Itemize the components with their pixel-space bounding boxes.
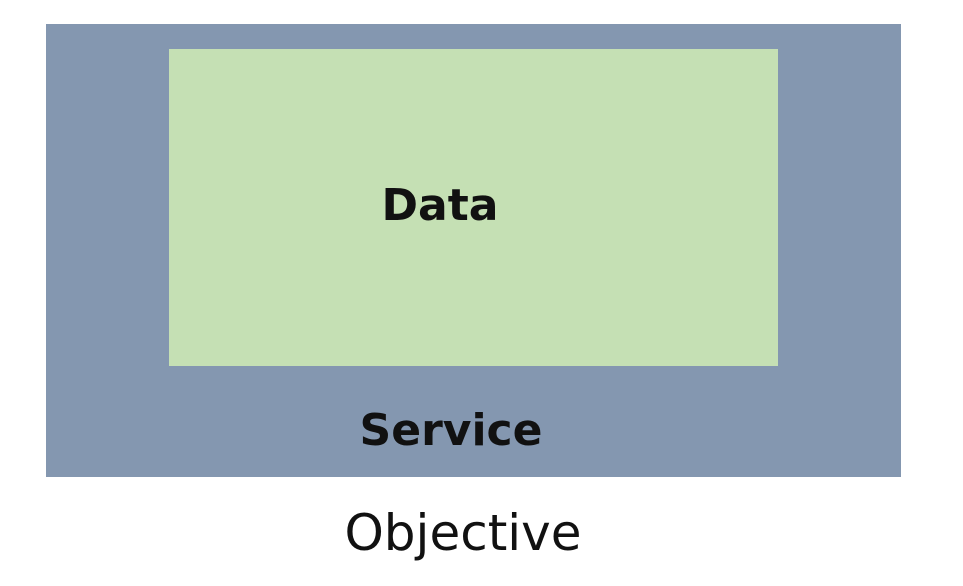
objective-caption: Objective <box>344 504 582 562</box>
service-label: Service <box>359 405 543 456</box>
data-label: Data <box>381 180 499 231</box>
data-box <box>169 49 778 366</box>
